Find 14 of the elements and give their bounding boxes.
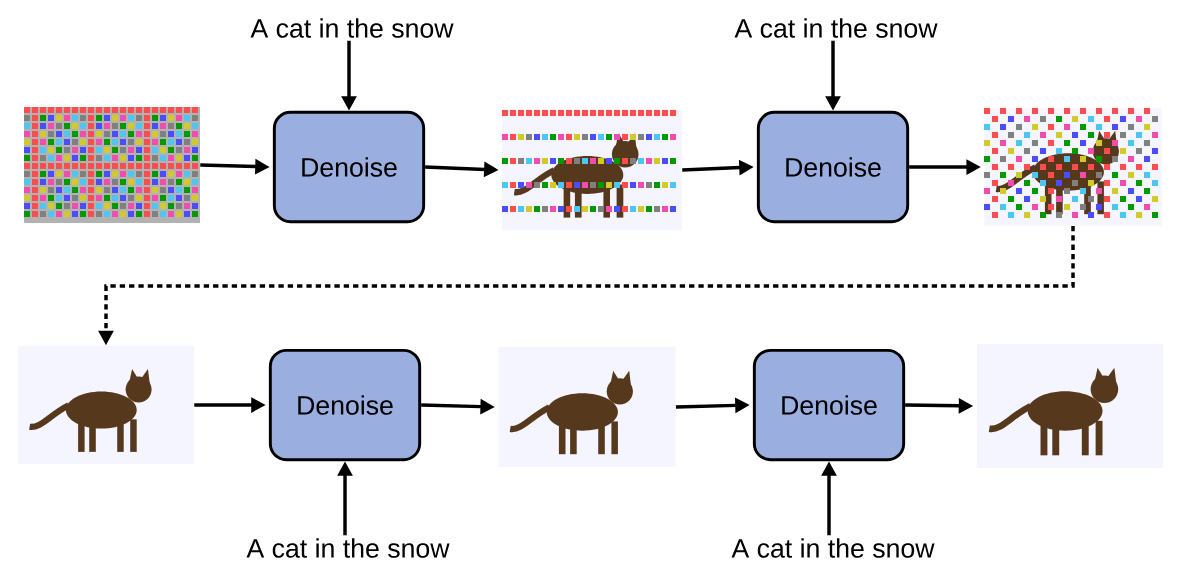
process-box: Denoise — [756, 110, 910, 224]
noisy-cat-photo — [984, 108, 1162, 226]
cat-photo — [976, 344, 1164, 468]
prompt-text: A cat in the snow — [731, 538, 935, 558]
cat-photo — [498, 347, 676, 467]
process-box: Denoise — [272, 110, 426, 224]
noisy-cat-photo — [502, 110, 682, 230]
prompt-text: A cat in the snow — [250, 18, 454, 38]
cat-photo — [18, 345, 194, 465]
noise-image — [24, 107, 200, 223]
process-box: Denoise — [752, 348, 906, 462]
prompt-text: A cat in the snow — [734, 18, 938, 38]
prompt-text: A cat in the snow — [246, 538, 450, 558]
process-box: Denoise — [268, 348, 422, 462]
